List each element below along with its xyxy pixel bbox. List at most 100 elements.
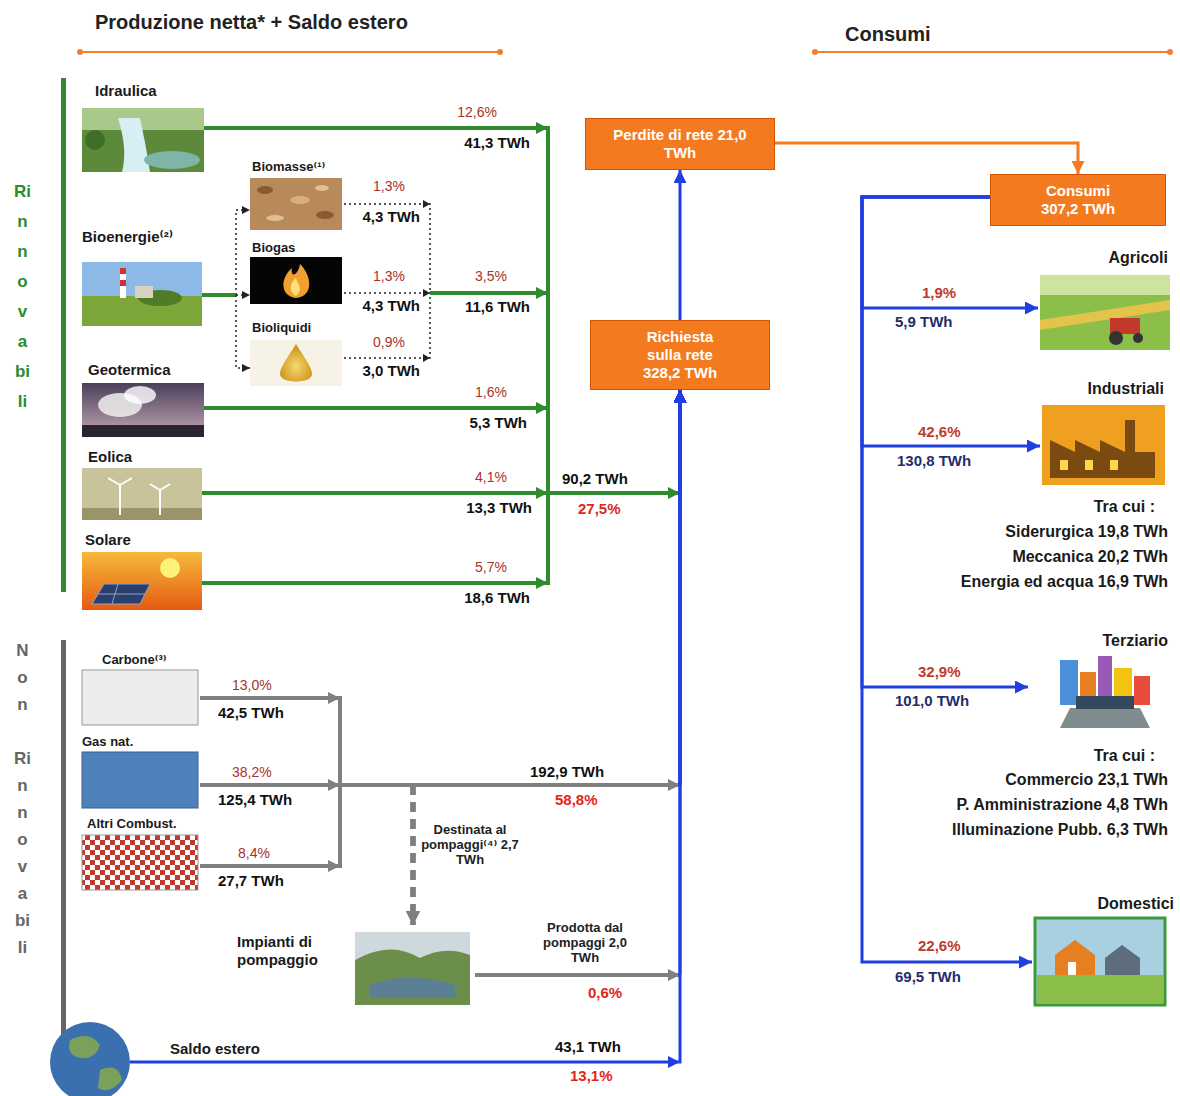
- flow-connector: [475, 973, 680, 977]
- share-percent: 4,1%: [475, 469, 507, 486]
- flow-connector: [236, 295, 250, 368]
- agriculture-picture: [1040, 300, 1170, 330]
- flow-connector: [862, 197, 1028, 687]
- node-title: Impianti di pompaggio: [237, 933, 342, 969]
- node-title: Carbone⁽³⁾: [102, 652, 167, 668]
- breakdown-note: Tra cui :: [1094, 746, 1155, 765]
- biomass-picture: [250, 178, 342, 230]
- label-wrap: 11,6 TWh: [465, 298, 530, 315]
- services-picture: [1060, 656, 1150, 728]
- breakdown-note: Siderurgica 19,8 TWh: [1005, 522, 1168, 541]
- label-wrap: 0,6%: [588, 984, 622, 1001]
- biomass-picture: [257, 186, 273, 194]
- label-wrap: 0,9%: [373, 334, 405, 351]
- label-wrap: 5,3 TWh: [469, 414, 527, 431]
- energy-value: 3,0 TWh: [362, 362, 420, 379]
- label-wrap: 69,5 TWh: [895, 968, 961, 985]
- breakdown-note: Meccanica 20,2 TWh: [1012, 547, 1168, 566]
- flow-connector: [200, 785, 680, 866]
- share-percent: 27,5%: [578, 500, 621, 517]
- source-node: Bioenergie⁽²⁾: [82, 226, 202, 326]
- hydro-picture: [82, 108, 204, 130]
- flow-connector: [204, 408, 680, 493]
- pumping-picture: [355, 932, 470, 1005]
- flow-connector: [204, 128, 680, 493]
- energy-value: 192,9 TWh: [530, 763, 604, 780]
- share-percent: 38,2%: [232, 764, 272, 781]
- label-wrap: 27,5%: [578, 500, 621, 517]
- node-title: Bioenergie⁽²⁾: [82, 228, 173, 246]
- agriculture-picture: [1040, 275, 1170, 295]
- agriculture-picture: [1133, 333, 1143, 343]
- breakdown-note: Tra cui :: [1094, 497, 1155, 516]
- hydro-picture: [85, 130, 105, 150]
- biogas-picture: [283, 264, 309, 298]
- breakdown-note: Energia ed acqua 16,9 TWh: [961, 572, 1168, 591]
- industry-picture: [1042, 405, 1165, 485]
- flow-connector: [204, 390, 680, 493]
- flow-connector: [475, 390, 680, 975]
- share-percent: 1,6%: [475, 384, 507, 401]
- label-wrap: Tra cui :: [1094, 497, 1155, 516]
- agriculture-picture: [1040, 275, 1170, 350]
- edge-label: Destinata al pompaggi⁽⁴⁾ 2,7 TWh: [420, 822, 520, 867]
- geothermal-picture: [124, 386, 156, 404]
- flow-connector: [344, 292, 430, 294]
- loss-box: Perdite di rete 21,0 TWh: [585, 118, 775, 170]
- wind-picture: [82, 468, 202, 520]
- consumption-box: Consumi 307,2 TWh: [990, 174, 1166, 226]
- label-wrap: 90,2 TWh: [562, 470, 628, 487]
- fuel-swatch: [82, 670, 198, 725]
- label-wrap: 4,3 TWh: [362, 208, 420, 225]
- flow-connector: [411, 785, 416, 925]
- industry-picture: [1060, 460, 1068, 470]
- industry-picture: [1042, 405, 1165, 485]
- flow-connector: [200, 390, 680, 866]
- flow-connector: [862, 197, 1040, 446]
- pumping-picture: [355, 932, 470, 1005]
- source-node: Carbone⁽³⁾: [82, 650, 200, 727]
- flow-connector: [679, 170, 682, 320]
- heading-underline: [80, 51, 500, 53]
- edge-label-wrap: Destinata al pompaggi⁽⁴⁾ 2,7 TWh: [420, 822, 520, 867]
- heading-underline: [1167, 49, 1173, 55]
- node-title: Bioliquidi: [252, 320, 311, 336]
- biomass-picture: [250, 178, 342, 230]
- globe-picture: [50, 1022, 130, 1096]
- flow-connector: [236, 294, 250, 296]
- breakdown-note: Illuminazione Pubb. 6,3 TWh: [952, 820, 1168, 839]
- source-node: Geotermica: [82, 361, 204, 437]
- flow-connector: [200, 698, 413, 925]
- energy-value: 69,5 TWh: [895, 968, 961, 985]
- share-percent: 3,5%: [475, 268, 507, 285]
- demand-box: Richiesta sulla rete 328,2 TWh: [590, 320, 770, 390]
- source-node: Altri Combust.: [82, 814, 200, 892]
- share-percent: 58,8%: [555, 791, 598, 808]
- label-wrap: 1,6%: [475, 384, 507, 401]
- label-wrap: 42,5 TWh: [218, 704, 284, 721]
- energy-value: 125,4 TWh: [218, 791, 292, 808]
- heading-underline: [77, 49, 83, 55]
- box-label: Richiesta sulla rete 328,2 TWh: [630, 328, 730, 382]
- label-wrap: Rinnovabili: [14, 745, 31, 961]
- source-node: Biomasse⁽¹⁾: [250, 157, 344, 230]
- node-title: Geotermica: [88, 361, 171, 379]
- energy-value: 13,3 TWh: [466, 499, 532, 516]
- heading-underline: [497, 49, 503, 55]
- flow-connector: [300, 390, 680, 1062]
- flow-connector: [200, 785, 413, 925]
- label-wrap: 13,1%: [570, 1067, 613, 1084]
- label-wrap: 1,3%: [373, 268, 405, 285]
- source-node: Biogas: [250, 236, 344, 305]
- source-node: Idraulica: [82, 82, 204, 174]
- energy-value: 101,0 TWh: [895, 692, 969, 709]
- household-picture: [1035, 918, 1165, 1005]
- group-label: Rinnovabili: [14, 177, 31, 417]
- energy-value: 90,2 TWh: [562, 470, 628, 487]
- agriculture-picture: [1109, 331, 1123, 345]
- label-wrap: Consumi: [845, 22, 931, 46]
- label-wrap: 1,9%: [922, 284, 956, 301]
- share-percent: 1,3%: [373, 268, 405, 285]
- flow-connector: [775, 143, 1078, 174]
- group-label: Rinnovabili: [14, 745, 31, 961]
